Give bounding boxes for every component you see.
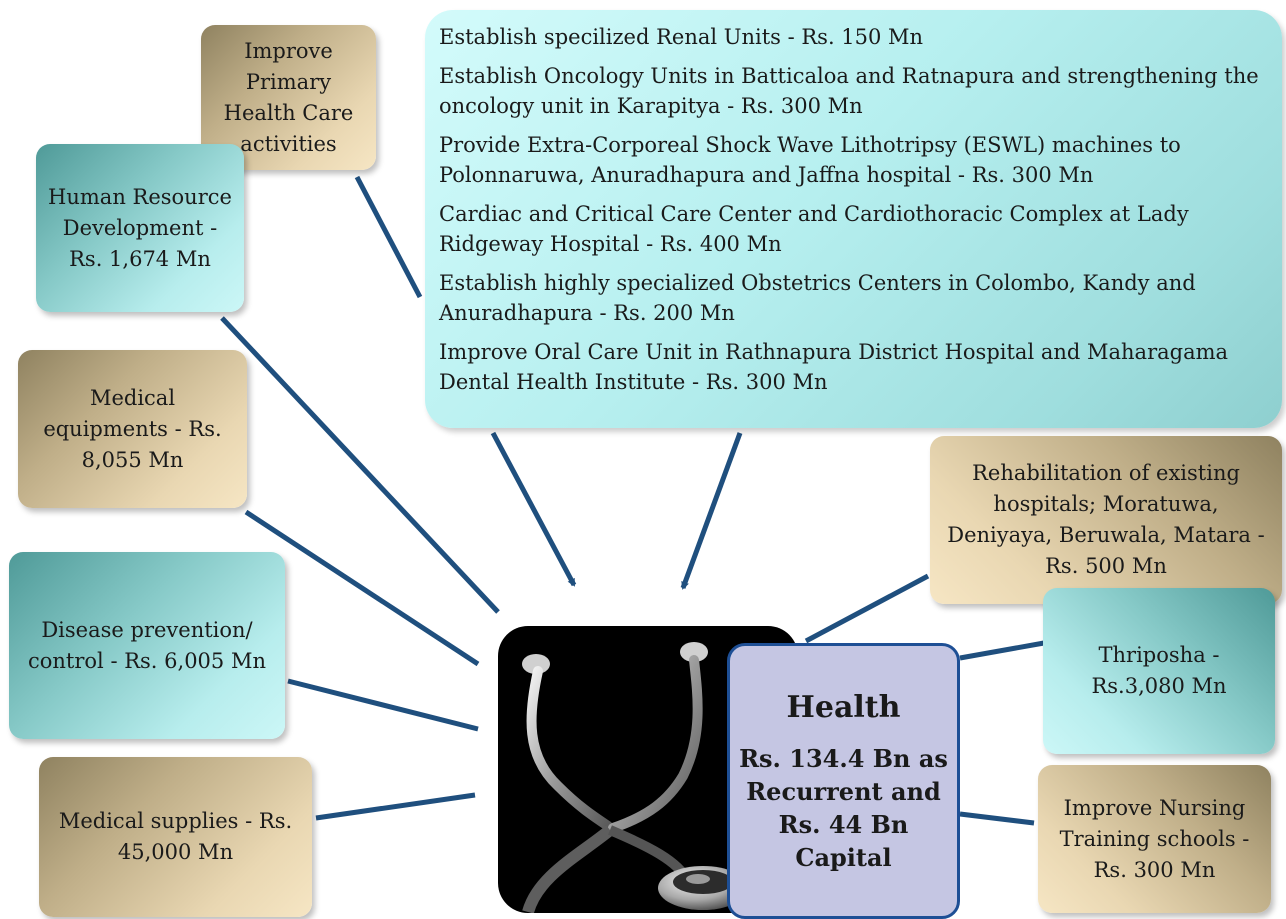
project-item-eswl: Provide Extra-Corporeal Shock Wave Litho…	[439, 133, 1181, 187]
node-disease: Disease prevention/ control - Rs. 6,005 …	[9, 552, 285, 739]
node-supplies-label: Medical supplies - Rs. 45,000 Mn	[58, 809, 293, 864]
node-equipment-label: Medical equipments - Rs. 8,055 Mn	[43, 385, 222, 472]
project-item-oncology: Establish Oncology Units in Batticaloa a…	[439, 64, 1259, 118]
node-nursing: Improve Nursing Training schools - Rs. 3…	[1038, 765, 1271, 913]
health-subtitle: Rs. 134.4 Bn as Recurrent and Rs. 44 Bn …	[739, 744, 948, 872]
connector-supplies	[315, 792, 476, 821]
project-item-oral-care: Improve Oral Care Unit in Rathnapura Dis…	[439, 340, 1229, 394]
node-primary-health: Improve Primary Health Care activities	[201, 25, 376, 170]
projects-box: Establish specilized Renal Units - Rs. 1…	[425, 10, 1282, 428]
project-item-renal: Establish specilized Renal Units - Rs. 1…	[439, 25, 924, 49]
node-nursing-label: Improve Nursing Training schools - Rs. 3…	[1059, 795, 1250, 882]
node-equipment: Medical equipments - Rs. 8,055 Mn	[18, 350, 247, 508]
node-hrd-label: Human Resource Development - Rs. 1,674 M…	[48, 184, 232, 271]
connector-thriposha	[959, 640, 1045, 661]
health-center-box: Health Rs. 134.4 Bn as Recurrent and Rs.…	[727, 643, 960, 919]
node-hrd: Human Resource Development - Rs. 1,674 M…	[36, 144, 244, 312]
connector-disease	[287, 678, 479, 732]
connector-projects-right	[680, 432, 743, 590]
project-item-cardiac: Cardiac and Critical Care Center and Car…	[439, 202, 1189, 256]
node-rehab: Rehabilitation of existing hospitals; Mo…	[930, 436, 1282, 604]
node-thriposha: Thriposha - Rs.3,080 Mn	[1043, 588, 1275, 754]
connector-primary-health	[354, 175, 423, 299]
node-rehab-label: Rehabilitation of existing hospitals; Mo…	[947, 461, 1265, 578]
project-item-obstetrics: Establish highly specialized Obstetrics …	[439, 271, 1196, 325]
connector-nursing	[959, 811, 1035, 826]
node-primary-health-label: Improve Primary Health Care activities	[223, 38, 354, 156]
connector-rehab	[804, 573, 930, 644]
connector-hrd	[220, 316, 500, 614]
stethoscope-icon	[522, 642, 748, 913]
connector-projects-left	[490, 431, 577, 587]
node-thriposha-label: Thriposha - Rs.3,080 Mn	[1091, 643, 1227, 698]
connector-equipment	[244, 509, 480, 667]
node-supplies: Medical supplies - Rs. 45,000 Mn	[39, 757, 312, 917]
node-disease-label: Disease prevention/ control - Rs. 6,005 …	[28, 617, 266, 673]
health-title: Health	[786, 690, 901, 725]
